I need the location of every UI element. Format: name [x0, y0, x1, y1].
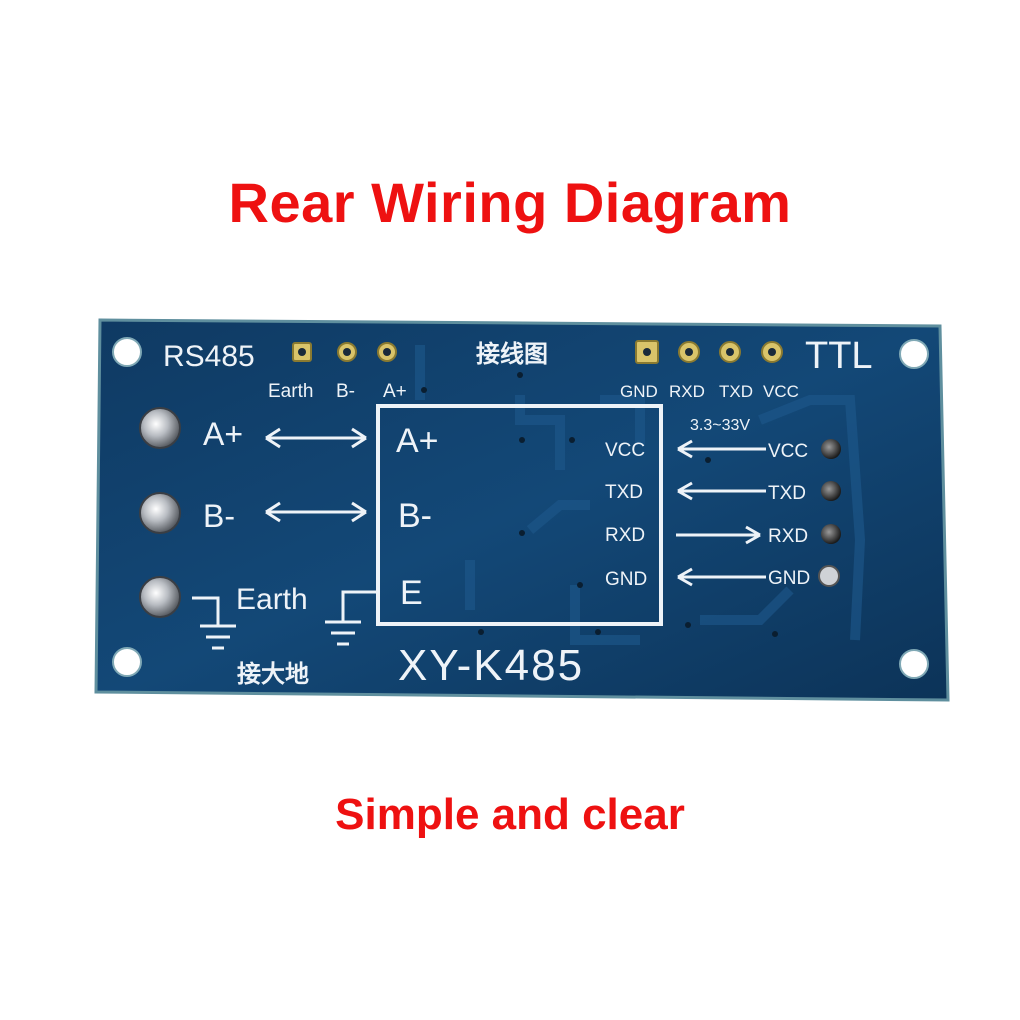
module-pin-gnd: GND: [605, 569, 647, 590]
ttl-pin-vcc: VCC: [763, 382, 799, 401]
ttl-solder-pins: [818, 439, 841, 587]
ttl-vcc-label: VCC: [768, 441, 808, 462]
rs485-double-arrows: [265, 427, 367, 523]
arrow-gnd-in: [677, 567, 766, 587]
voltage-label: 3.3~33V: [690, 417, 750, 434]
rs485-pin-b: B-: [336, 381, 355, 402]
module-pin-txd: TXD: [605, 482, 643, 503]
ttl-pin-gnd: GND: [620, 382, 658, 401]
diagram-title: Rear Wiring Diagram: [228, 171, 792, 234]
rs485-pin-earth: Earth: [268, 381, 313, 402]
ttl-header-holes: [643, 348, 776, 356]
terminal-b-label: B-: [203, 498, 235, 534]
arrow-a-bidirectional: [265, 427, 367, 449]
ttl-gnd-label: GND: [768, 568, 810, 589]
terminal-earth-label: Earth: [236, 583, 308, 616]
module-box: [376, 404, 663, 626]
pcb-traces: [415, 345, 866, 645]
ground-symbols: [192, 590, 378, 650]
rs485-label: RS485: [163, 340, 255, 373]
rs485-header-holes: [298, 348, 391, 356]
screw-terminals: [139, 407, 181, 618]
arrow-rxd-out: [676, 525, 761, 545]
ttl-signal-arrows: [676, 439, 766, 587]
rs485-pin-a: A+: [383, 381, 407, 402]
ttl-label: TTL: [805, 335, 873, 377]
arrow-b-bidirectional: [265, 501, 367, 523]
ttl-txd-label: TXD: [768, 483, 806, 504]
module-pin-rxd: RXD: [605, 525, 645, 546]
arrow-vcc-in: [677, 439, 766, 459]
ttl-rxd-label: RXD: [768, 526, 808, 547]
module-pin-vcc: VCC: [605, 440, 645, 461]
module-pin-a: A+: [396, 422, 439, 460]
arrow-txd-in: [677, 481, 766, 501]
terminal-a-label: A+: [203, 416, 243, 452]
module-pin-e: E: [400, 574, 423, 612]
wiring-label: 接线图: [476, 340, 548, 368]
ttl-pin-rxd: RXD: [669, 382, 705, 401]
vias: [421, 372, 778, 637]
ttl-pin-txd: TXD: [719, 382, 753, 401]
earth-note: 接大地: [237, 660, 309, 688]
pcb-outline: [94, 318, 950, 702]
model-label: XY-K485: [398, 641, 584, 690]
mounting-holes: [112, 337, 929, 679]
module-pin-b: B-: [398, 497, 432, 535]
diagram-subtitle: Simple and clear: [335, 790, 685, 839]
